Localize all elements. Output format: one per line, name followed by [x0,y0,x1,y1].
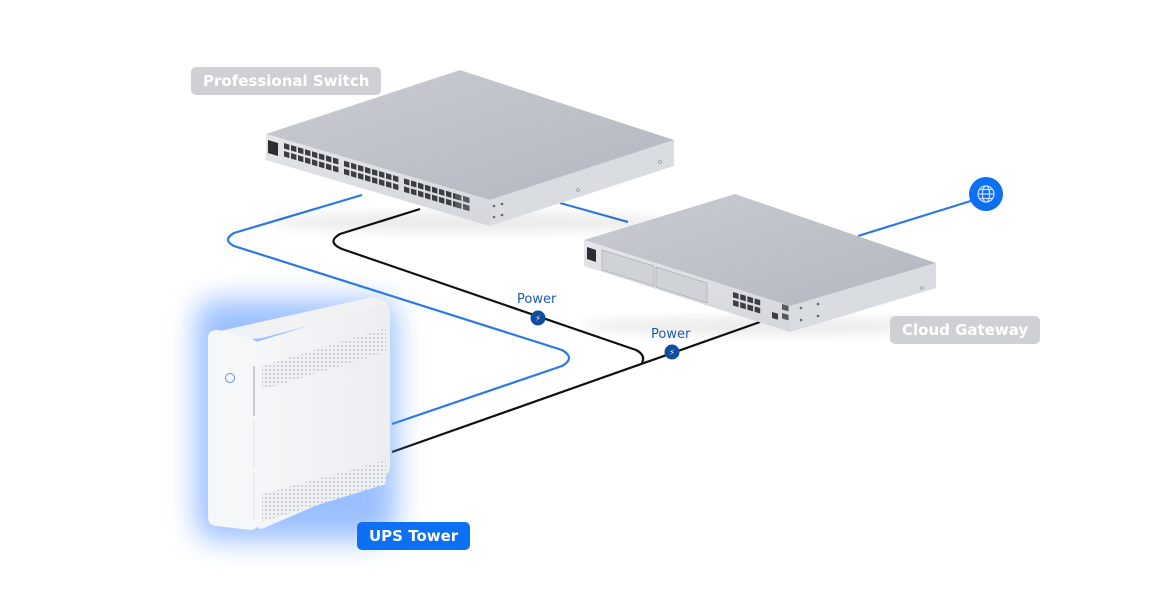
ethernet-port [351,162,357,170]
ethernet-port [291,153,297,161]
ethernet-port [386,181,392,189]
ethernet-port [379,171,385,179]
switch-side-panel [490,140,674,226]
ethernet-port [298,147,304,155]
ups-tower-device[interactable] [196,297,396,540]
ethernet-port [386,173,392,181]
ethernet-port [439,196,445,204]
gateway-drive-bay-2 [655,266,708,304]
ethernet-port [782,313,789,321]
ethernet-port [305,157,311,165]
ethernet-port [740,302,746,310]
data-cable-gateway-to-internet [857,198,975,238]
ethernet-port [463,203,470,212]
ethernet-port [298,155,304,163]
ethernet-port [455,201,462,209]
ethernet-port [747,296,753,304]
ethernet-port [326,155,332,163]
gateway-port-grid [733,292,789,321]
ethernet-port [754,298,761,306]
ethernet-port [351,170,357,178]
globe-icon [977,185,995,203]
ethernet-port [446,198,452,206]
ethernet-port [782,304,789,312]
ethernet-port [319,161,325,169]
gateway-drive-bay-1 [601,249,655,287]
ups-top-vent [262,328,386,390]
power-cable-ups-to-gateway [391,320,761,454]
ups-power-button[interactable] [225,373,235,383]
ethernet-port [344,168,350,176]
ethernet-port [446,190,452,198]
ethernet-port [432,194,438,202]
cloud-gateway-label: Cloud Gateway [890,316,1041,344]
ethernet-port [393,183,399,191]
ethernet-port [411,188,417,196]
switch-top-panel [266,70,674,200]
ethernet-port [425,192,431,200]
ethernet-port [418,190,424,198]
power-label-switch: Power [517,292,557,307]
ethernet-port [439,188,445,196]
ethernet-port [379,179,385,187]
ethernet-port [365,166,371,174]
switch-console-port [268,140,278,156]
ethernet-port [463,195,470,204]
ethernet-port [365,174,371,182]
power-node-switch[interactable]: ⚡ [530,310,546,326]
ethernet-port [747,304,753,312]
ups-bottom-vent [262,460,386,522]
ethernet-port [284,143,290,151]
ethernet-port [733,292,739,300]
gateway-side-panel [790,263,936,332]
professional-switch-label: Professional Switch [191,67,382,95]
ethernet-port [358,172,364,180]
power-label-gateway: Power [651,327,691,342]
ethernet-port [740,294,746,302]
ethernet-port [372,176,378,185]
ethernet-port [358,164,364,172]
ethernet-port [333,157,339,165]
ethernet-port [284,151,290,159]
ethernet-port [733,300,739,308]
ethernet-port [305,149,311,157]
ethernet-port [291,145,297,153]
ethernet-port [326,163,332,171]
ethernet-port [312,151,318,159]
cloud-gateway-device[interactable] [580,194,940,335]
bolt-icon: ⚡ [535,314,541,323]
ups-top-panel [210,297,388,342]
ethernet-port [404,178,410,186]
ethernet-port [393,175,399,183]
ethernet-port [425,184,431,192]
ethernet-port [432,186,438,194]
ethernet-port [319,153,325,161]
ethernet-port [312,159,318,167]
data-cable-ups-to-switch [226,193,571,426]
ups-tower-label: UPS Tower [357,522,471,550]
ethernet-port [455,193,462,201]
ethernet-port [411,180,417,188]
bolt-icon: ⚡ [669,348,675,357]
ethernet-port [754,306,761,314]
ethernet-port [372,168,378,177]
switch-port-grid [284,143,470,212]
gateway-top-panel [584,194,936,306]
professional-switch-device[interactable] [266,70,674,232]
power-cable-ups-to-switch [332,207,645,364]
ethernet-port [344,160,350,168]
ethernet-port [404,186,410,194]
ups-side-panel [208,330,258,530]
ethernet-port [772,312,778,320]
ethernet-port [418,182,424,190]
internet-node[interactable] [969,177,1003,211]
power-node-gateway[interactable]: ⚡ [664,344,680,360]
ethernet-port [333,165,339,173]
gateway-console-port [587,247,596,262]
